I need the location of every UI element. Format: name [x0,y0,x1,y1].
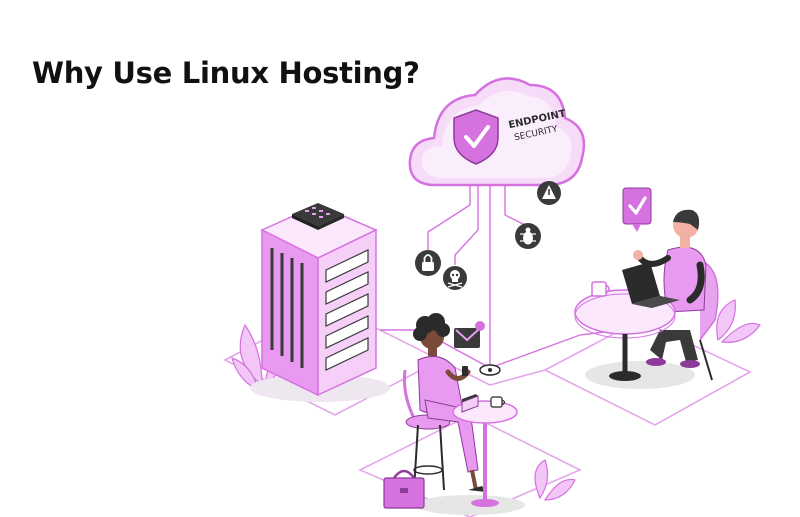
server-rack [250,203,390,402]
handbag [383,469,425,509]
page-heading: Why Use Linux Hosting? [32,56,420,90]
server-rack-vents [270,248,304,368]
plant-leaves-right [716,299,761,343]
skull-icon [443,266,467,290]
shield-check-icon [453,109,499,165]
cake-slice [461,394,479,413]
man-figure [633,209,707,368]
floor-link [439,359,546,386]
warning-icon [537,181,561,205]
laptop [622,262,680,308]
mail-icon [454,321,485,348]
phone [462,366,468,376]
cafe-scene [383,313,525,515]
desk-scene [574,187,719,389]
coffee-cup [490,396,506,408]
plant-leaves-bottom [534,459,576,501]
lock-icon [415,250,441,276]
keyboard-device [292,203,344,230]
checkmark-badge-icon [622,187,652,232]
bug-icon [515,223,541,249]
server-drives [325,249,369,371]
cloud: ENDPOINT SECURITY [408,77,586,187]
coffee-mug [591,281,610,297]
